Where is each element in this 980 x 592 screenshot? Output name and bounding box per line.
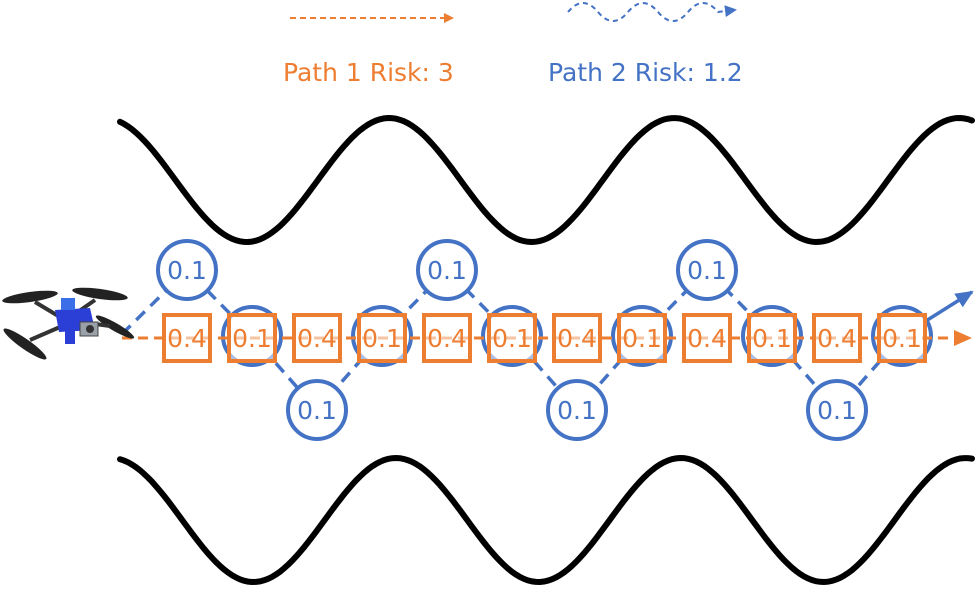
path2-node-circle <box>806 379 868 441</box>
drone-icon <box>2 287 135 360</box>
path1-cell-label: 0.1 <box>882 324 922 353</box>
path2-node: 0.1 <box>286 379 348 441</box>
path2-node-label: 0.1 <box>167 256 207 285</box>
path2-node-circle <box>676 239 738 301</box>
path1-cell: 0.4 <box>682 313 732 363</box>
path1-cell-label: 0.4 <box>297 324 337 353</box>
path1-cell-label: 0.1 <box>752 324 792 353</box>
path1-cell: 0.4 <box>552 313 602 363</box>
legend-path1-label: Path 1 Risk: 3 <box>283 58 454 87</box>
path2-node-circle <box>286 379 348 441</box>
path1-cell: 0.1 <box>747 313 797 363</box>
path1-cell: 0.1 <box>487 313 537 363</box>
path1-cell-box <box>682 313 732 363</box>
path1-cell-box <box>617 313 667 363</box>
path1-cell: 0.1 <box>877 313 927 363</box>
path1-cell-label: 0.4 <box>167 324 207 353</box>
path2-node: 0.1 <box>416 239 478 301</box>
path1-cell-label: 0.1 <box>622 324 662 353</box>
path1-cell-box <box>877 313 927 363</box>
path1-cell-label: 0.1 <box>492 324 532 353</box>
path1-cell: 0.1 <box>617 313 667 363</box>
path1-cell: 0.4 <box>422 313 472 363</box>
path2-node-circle <box>416 239 478 301</box>
path2-node-label: 0.1 <box>817 396 857 425</box>
path1-cell-label: 0.1 <box>362 324 402 353</box>
path1-cell-label: 0.4 <box>817 324 857 353</box>
path1-cell-label: 0.4 <box>687 324 727 353</box>
path2-node-label: 0.1 <box>297 396 337 425</box>
path1-cell-box <box>747 313 797 363</box>
path1-cell: 0.4 <box>812 313 862 363</box>
path2-node-label: 0.1 <box>687 256 727 285</box>
path1-cell-label: 0.4 <box>557 324 597 353</box>
top-wall-boundary <box>117 114 975 246</box>
path1-cell-box <box>812 313 862 363</box>
path2-node-label: 0.1 <box>557 396 597 425</box>
path2-node: 0.1 <box>156 239 218 301</box>
path1-cell-label: 0.4 <box>427 324 467 353</box>
path1-cells: 0.4 0.1 0.4 0.1 0.4 0.1 0.4 0.1 0.4 0.1 0.4 0.1 <box>162 313 927 363</box>
path2-node-label: 0.1 <box>427 256 467 285</box>
path2-node: 0.1 <box>676 239 738 301</box>
path1-cell: 0.1 <box>227 313 277 363</box>
path1-cell-box <box>292 313 342 363</box>
path1-cell-box <box>227 313 277 363</box>
path1-cell-box <box>357 313 407 363</box>
path1-cell: 0.1 <box>357 313 407 363</box>
bottom-wall-boundary <box>117 454 975 586</box>
path1-cell: 0.4 <box>162 313 212 363</box>
path2-node: 0.1 <box>806 379 868 441</box>
path1-cell-box <box>422 313 472 363</box>
path1-cell-box <box>552 313 602 363</box>
path1-cell-box <box>162 313 212 363</box>
path1-cell-box <box>487 313 537 363</box>
legend-path2-sample-arrow <box>567 2 737 22</box>
path1-cell: 0.4 <box>292 313 342 363</box>
path2-node-circle <box>546 379 608 441</box>
legend-path2-label: Path 2 Risk: 1.2 <box>548 58 743 87</box>
path2-node-circle <box>156 239 218 301</box>
path2-node: 0.1 <box>546 379 608 441</box>
path1-cell-label: 0.1 <box>232 324 272 353</box>
